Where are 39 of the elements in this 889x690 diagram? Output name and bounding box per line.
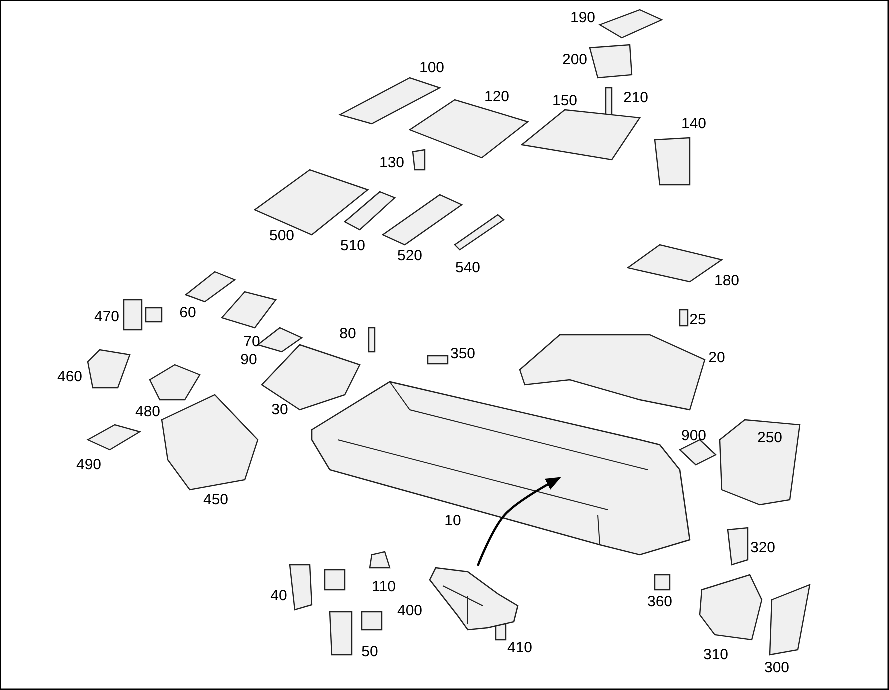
callout-number: 300 <box>764 660 790 676</box>
callout-number: 520 <box>397 248 423 264</box>
callout-number: 25 <box>690 312 706 328</box>
arrow <box>476 477 562 566</box>
callout-number: 190 <box>570 10 596 26</box>
callout-number: 50 <box>362 644 378 660</box>
callout-number: 20 <box>708 350 726 366</box>
callout-number: 130 <box>379 156 405 170</box>
callout-number: 320 <box>750 540 776 556</box>
callout-number: 60 <box>180 306 196 320</box>
callout-number: 500 <box>269 228 295 244</box>
callout-number: 350 <box>450 346 476 362</box>
callout-number: 540 <box>455 260 481 276</box>
callout-number: 180 <box>714 274 740 288</box>
callout-number: 200 <box>562 52 588 68</box>
callout-number: 100 <box>419 60 445 76</box>
callout-number: 450 <box>203 492 229 508</box>
callout-number: 140 <box>681 116 707 132</box>
callout-number: 70 <box>244 334 260 350</box>
callout-number: 250 <box>757 430 783 446</box>
callout-number: 900 <box>681 428 707 444</box>
callout-number: 30 <box>272 402 288 418</box>
callout-number: 360 <box>647 594 673 610</box>
callout-number: 490 <box>76 458 102 472</box>
callout-number: 10 <box>444 514 462 528</box>
callout-number: 510 <box>340 238 366 254</box>
callout-number: 120 <box>484 90 510 104</box>
callout-number: 480 <box>135 404 161 420</box>
callout-number: 150 <box>552 94 578 108</box>
callout-number: 410 <box>507 640 533 656</box>
callout-number: 400 <box>397 604 423 618</box>
callout-number: 90 <box>240 352 258 368</box>
callout-number: 80 <box>340 326 356 342</box>
callout-number: 470 <box>94 310 120 324</box>
callout-number: 460 <box>57 370 83 384</box>
callout-number: 110 <box>372 580 396 594</box>
callout-number: 310 <box>703 648 729 662</box>
callout-number: 210 <box>623 90 649 106</box>
callout-number: 40 <box>270 588 288 604</box>
